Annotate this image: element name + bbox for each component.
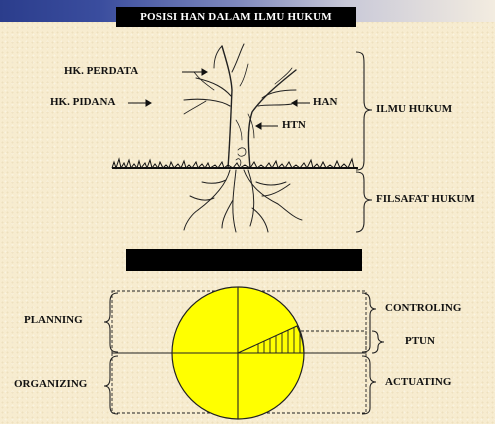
label-hk-pidana: HK. PIDANA	[50, 96, 116, 108]
label-han: HAN	[313, 96, 338, 108]
management-pie-chart	[171, 286, 305, 420]
label-hk-perdata: HK. PERDATA	[64, 65, 139, 77]
label-organizing: ORGANIZING	[14, 378, 88, 390]
ptun-wedge-hatching	[257, 327, 301, 353]
management-right-braces	[361, 292, 385, 415]
tree-roots	[183, 169, 303, 233]
label-ptun: PTUN	[405, 335, 435, 347]
tree-label-arrows	[128, 68, 310, 130]
tree-braces	[355, 51, 373, 233]
page-title: POSISI HAN DALAM ILMU HUKUM	[116, 7, 356, 27]
ground-grass	[111, 157, 358, 170]
tree-illustration	[183, 43, 297, 169]
label-filsafat-hukum: FILSAFAT HUKUM	[376, 193, 475, 205]
management-left-braces	[103, 292, 119, 415]
label-actuating: ACTUATING	[385, 376, 452, 388]
label-htn: HTN	[282, 119, 306, 131]
ptun-wedge	[237, 325, 305, 354]
label-ilmu-hukum: ILMU HUKUM	[376, 103, 453, 115]
label-planning: PLANNING	[24, 314, 83, 326]
label-controling: CONTROLING	[385, 302, 462, 314]
black-banner	[126, 249, 362, 271]
